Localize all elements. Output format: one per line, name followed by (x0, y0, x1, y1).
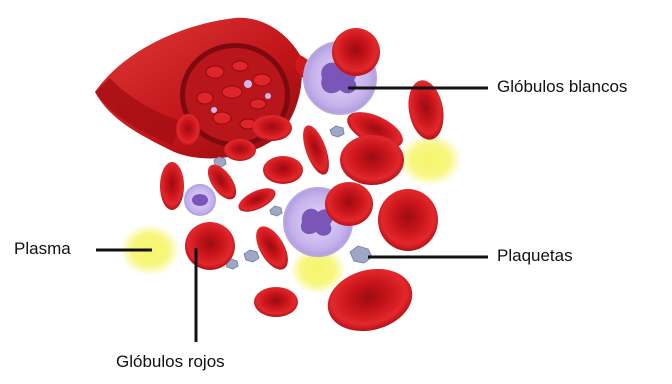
plasma-spot (398, 134, 462, 186)
red-blood-cell (160, 162, 184, 210)
red-blood-cell (325, 182, 373, 226)
red-blood-cell (332, 28, 380, 76)
label-red-blood-cells: Glóbulos rojos (116, 352, 225, 372)
red-blood-cell (254, 287, 298, 317)
red-blood-cell (340, 135, 404, 185)
red-blood-cell (263, 156, 303, 184)
red-blood-cell (252, 115, 292, 141)
white-blood-cell (184, 184, 216, 216)
red-blood-cell (185, 222, 235, 270)
red-blood-cell (298, 122, 335, 178)
red-blood-cell (176, 114, 200, 146)
platelet (270, 206, 282, 216)
red-blood-cell (378, 189, 438, 251)
platelet (330, 126, 344, 137)
platelet (244, 250, 259, 262)
red-blood-cell (224, 139, 256, 161)
platelet (350, 246, 372, 263)
label-plasma: Plasma (14, 239, 71, 259)
label-platelets: Plaquetas (497, 246, 573, 266)
label-white-blood-cells: Glóbulos blancos (497, 77, 627, 97)
